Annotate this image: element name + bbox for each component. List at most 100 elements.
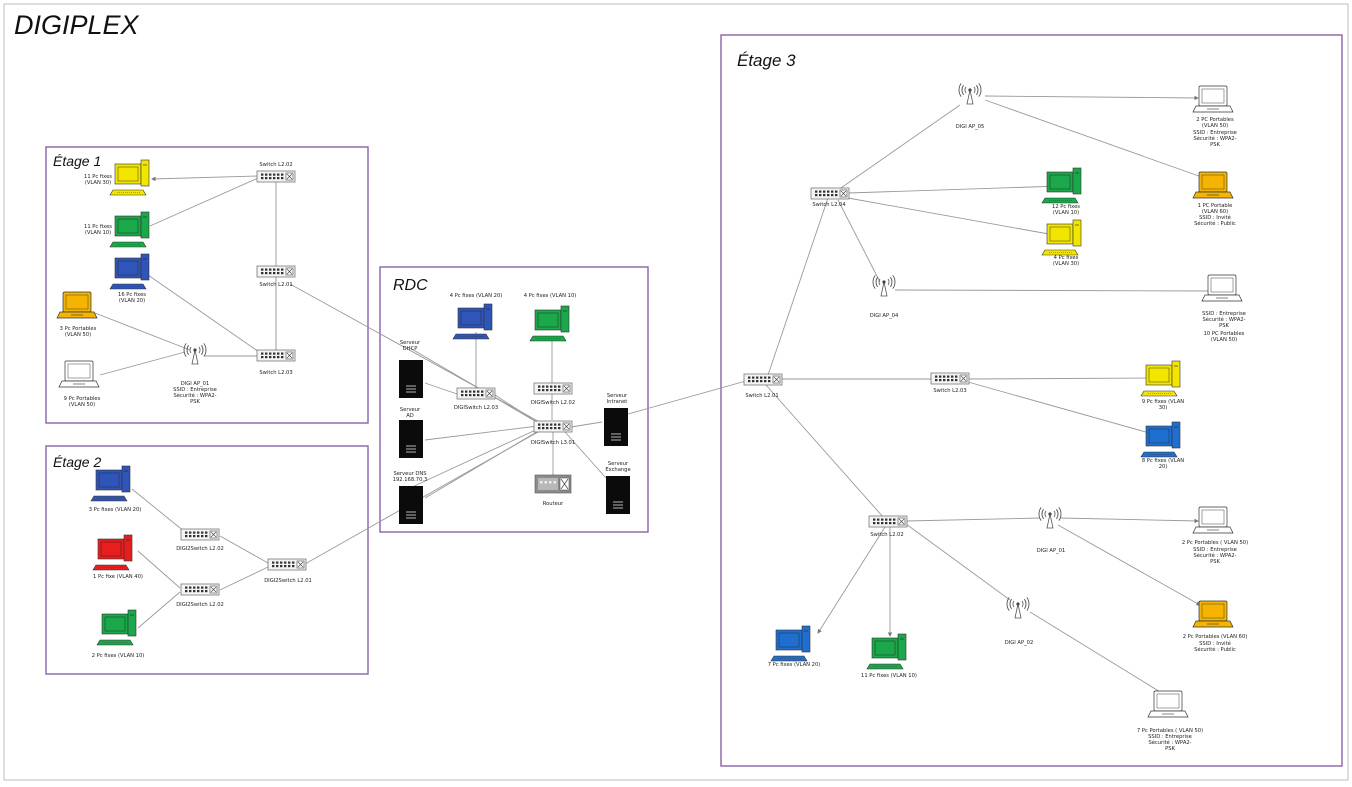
zone-title-rdc: RDC [393,277,428,294]
label-rdc-switch-l203: DIGISwitch L2.03 [454,405,498,411]
zone-title-etage2: Étage 2 [53,454,101,470]
pc-e3-blue2 [770,625,811,662]
label-e3-laptop4: 2 Pc Portables ( VLAN 50)SSID : Entrepri… [1182,540,1248,565]
label-rdc-router: Routeur [543,501,564,507]
label-e3-switch-l204: Switch L2.04 [812,202,846,208]
server-rdc-dns [399,486,423,524]
zone-etage1 [45,146,369,424]
label-e3-ap01: DIGI AP_01 [1037,548,1066,554]
laptop-e1-white [58,360,100,388]
label-e1-switch-l201: Switch L2.01 [259,282,292,288]
switch-e3-l203 [930,372,970,385]
switch-e1-l202 [256,170,296,183]
switch-e2-b [180,583,220,596]
switch-e1-l203 [256,349,296,362]
label-e3-pc-green1: 12 Pc fixes(VLAN 10) [1052,204,1080,216]
zone-title-etage3: Étage 3 [737,51,796,70]
label-e1-switch-l203: Switch L2.03 [259,370,292,376]
switch-rdc-l203 [456,387,496,400]
label-e2-pc-blue: 3 Pc fixes (VLAN 20) [89,507,142,513]
label-e3-ap04: DIGI AP_04 [870,313,899,319]
devices [56,83,1243,718]
label-e2-switch-b: DIGI2Switch L2.02 [176,602,224,608]
label-e1-pc-blue: 16 Pc fixes(VLAN 20) [118,292,146,304]
server-rdc-intranet [604,408,628,446]
pc-e3-green1 [1041,167,1082,204]
pc-e1-green [109,211,150,248]
ap-e3-01 [1038,507,1062,529]
pc-e2-green [96,609,137,646]
pc-e3-yellow2 [1140,360,1181,397]
label-e3-laptop1: 2 PC Portables(VLAN 50)SSID : Entreprise… [1193,117,1237,148]
laptop-e3-3 [1201,274,1243,302]
page-frame [3,3,1349,781]
label-e3-pc-yellow1: 4 Pc fixes(VLAN 30) [1053,255,1079,267]
pc-e3-blue1 [1140,421,1181,458]
server-rdc-exchange [606,476,630,514]
server-rdc-ad [399,420,423,458]
label-e2-pc-green: 2 Pc fixes (VLAN 10) [92,653,145,659]
laptop-e1-orange [56,291,98,319]
zone-etage2 [45,445,369,675]
laptop-e3-2 [1192,171,1234,199]
label-e3-switch-l201: Switch L2.01 [745,393,778,399]
switch-e3-l204 [810,187,850,200]
router-rdc [534,474,572,494]
pc-e3-yellow1 [1041,219,1082,256]
diagram-title: DIGIPLEX [14,10,140,40]
label-e3-switch-l202: Switch L2.02 [870,532,903,538]
links [94,95,1214,699]
pc-e3-green2 [866,633,907,670]
label-rdc-pc-green: 4 Pc fixes (VLAN 10) [524,293,577,299]
zone-etage3 [720,34,1343,767]
switch-e1-l201 [256,265,296,278]
labels: Switch L2.02 Switch L2.01 Switch L2.03 1… [60,117,1248,752]
label-rdc-pc-blue: 4 Pc fixes (VLAN 20) [450,293,503,299]
label-e3-ap02: DIGI AP_02 [1005,640,1034,646]
label-e2-switch-main: DIGI2Switch L2.01 [264,578,312,584]
pc-e1-yellow [109,159,150,196]
switch-rdc-l202 [533,382,573,395]
label-e1-pc-green: 11 Pc fixes(VLAN 10) [84,224,112,236]
pc-rdc-blue [452,303,493,340]
zone-rdc [379,266,649,533]
label-rdc-switch-l202: DIGISwitch L2.02 [531,400,575,406]
switch-e2-a [180,528,220,541]
laptop-e3-6 [1147,690,1189,718]
pc-rdc-green [529,305,570,342]
switch-e3-l202 [868,515,908,528]
ap-e3-05 [958,83,982,105]
pc-e2-blue [90,465,131,502]
pc-e1-blue [109,253,150,290]
laptop-e3-5 [1192,600,1234,628]
label-e1-laptop-white: 9 Pc Portables(VLAN 50) [64,396,101,408]
switch-e3-l201 [743,373,783,386]
label-e3-pc-blue2: 7 Pc fixes (VLAN 20) [768,662,821,668]
label-e1-switch-l202: Switch L2.02 [259,162,292,168]
label-e3-laptop6: 7 Pc Portables ( VLAN 50)SSID : Entrepri… [1137,728,1203,752]
switch-e2-main [267,558,307,571]
ap-e1-01 [183,343,207,365]
ap-e3-02 [1006,597,1030,619]
laptop-e3-4 [1192,506,1234,534]
label-e1-laptop-orange: 3 Pc Portables(VLAN 50) [60,326,97,338]
ap-e3-04 [872,275,896,297]
label-e2-switch-a: DIGI2Switch L2.02 [176,546,224,552]
label-e2-pc-red: 1 Pc fixe (VLAN 40) [93,574,143,580]
label-e3-ap05: DIGI AP_05 [956,124,985,130]
server-rdc-dhcp [399,360,423,398]
label-e1-pc-yellow: 11 Pc fixes(VLAN 30) [84,174,112,186]
pc-e2-red [92,534,133,571]
